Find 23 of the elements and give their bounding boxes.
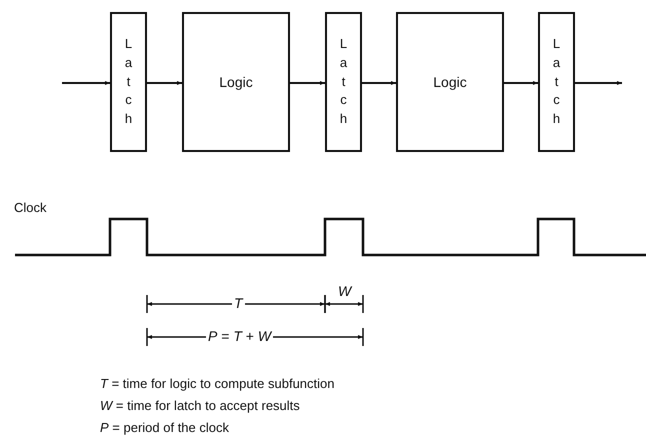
arrow [290,81,325,85]
box-label: Latch [124,34,134,128]
note: P = period of the clock [99,420,230,435]
latch-box [538,12,575,152]
latch-box [325,12,362,152]
box-label: Latch [552,34,562,128]
logic-box [182,12,290,152]
dimension-label: T [232,295,245,311]
box-label: Logic [219,74,253,90]
note: T = time for logic to compute subfunction [99,376,336,391]
arrow [62,81,110,85]
arrow [504,81,538,85]
dimension-label: P = T + W [206,328,274,344]
box-label: Logic [433,74,467,90]
note: W = time for latch to accept results [99,398,301,413]
arrow [575,81,622,85]
dimension-label: W [336,283,354,299]
box-label: Latch [338,34,348,128]
latch-box [110,12,147,152]
arrow [362,81,396,85]
signal-label: Clock [13,200,48,215]
arrow [147,81,182,85]
logic-box [396,12,504,152]
